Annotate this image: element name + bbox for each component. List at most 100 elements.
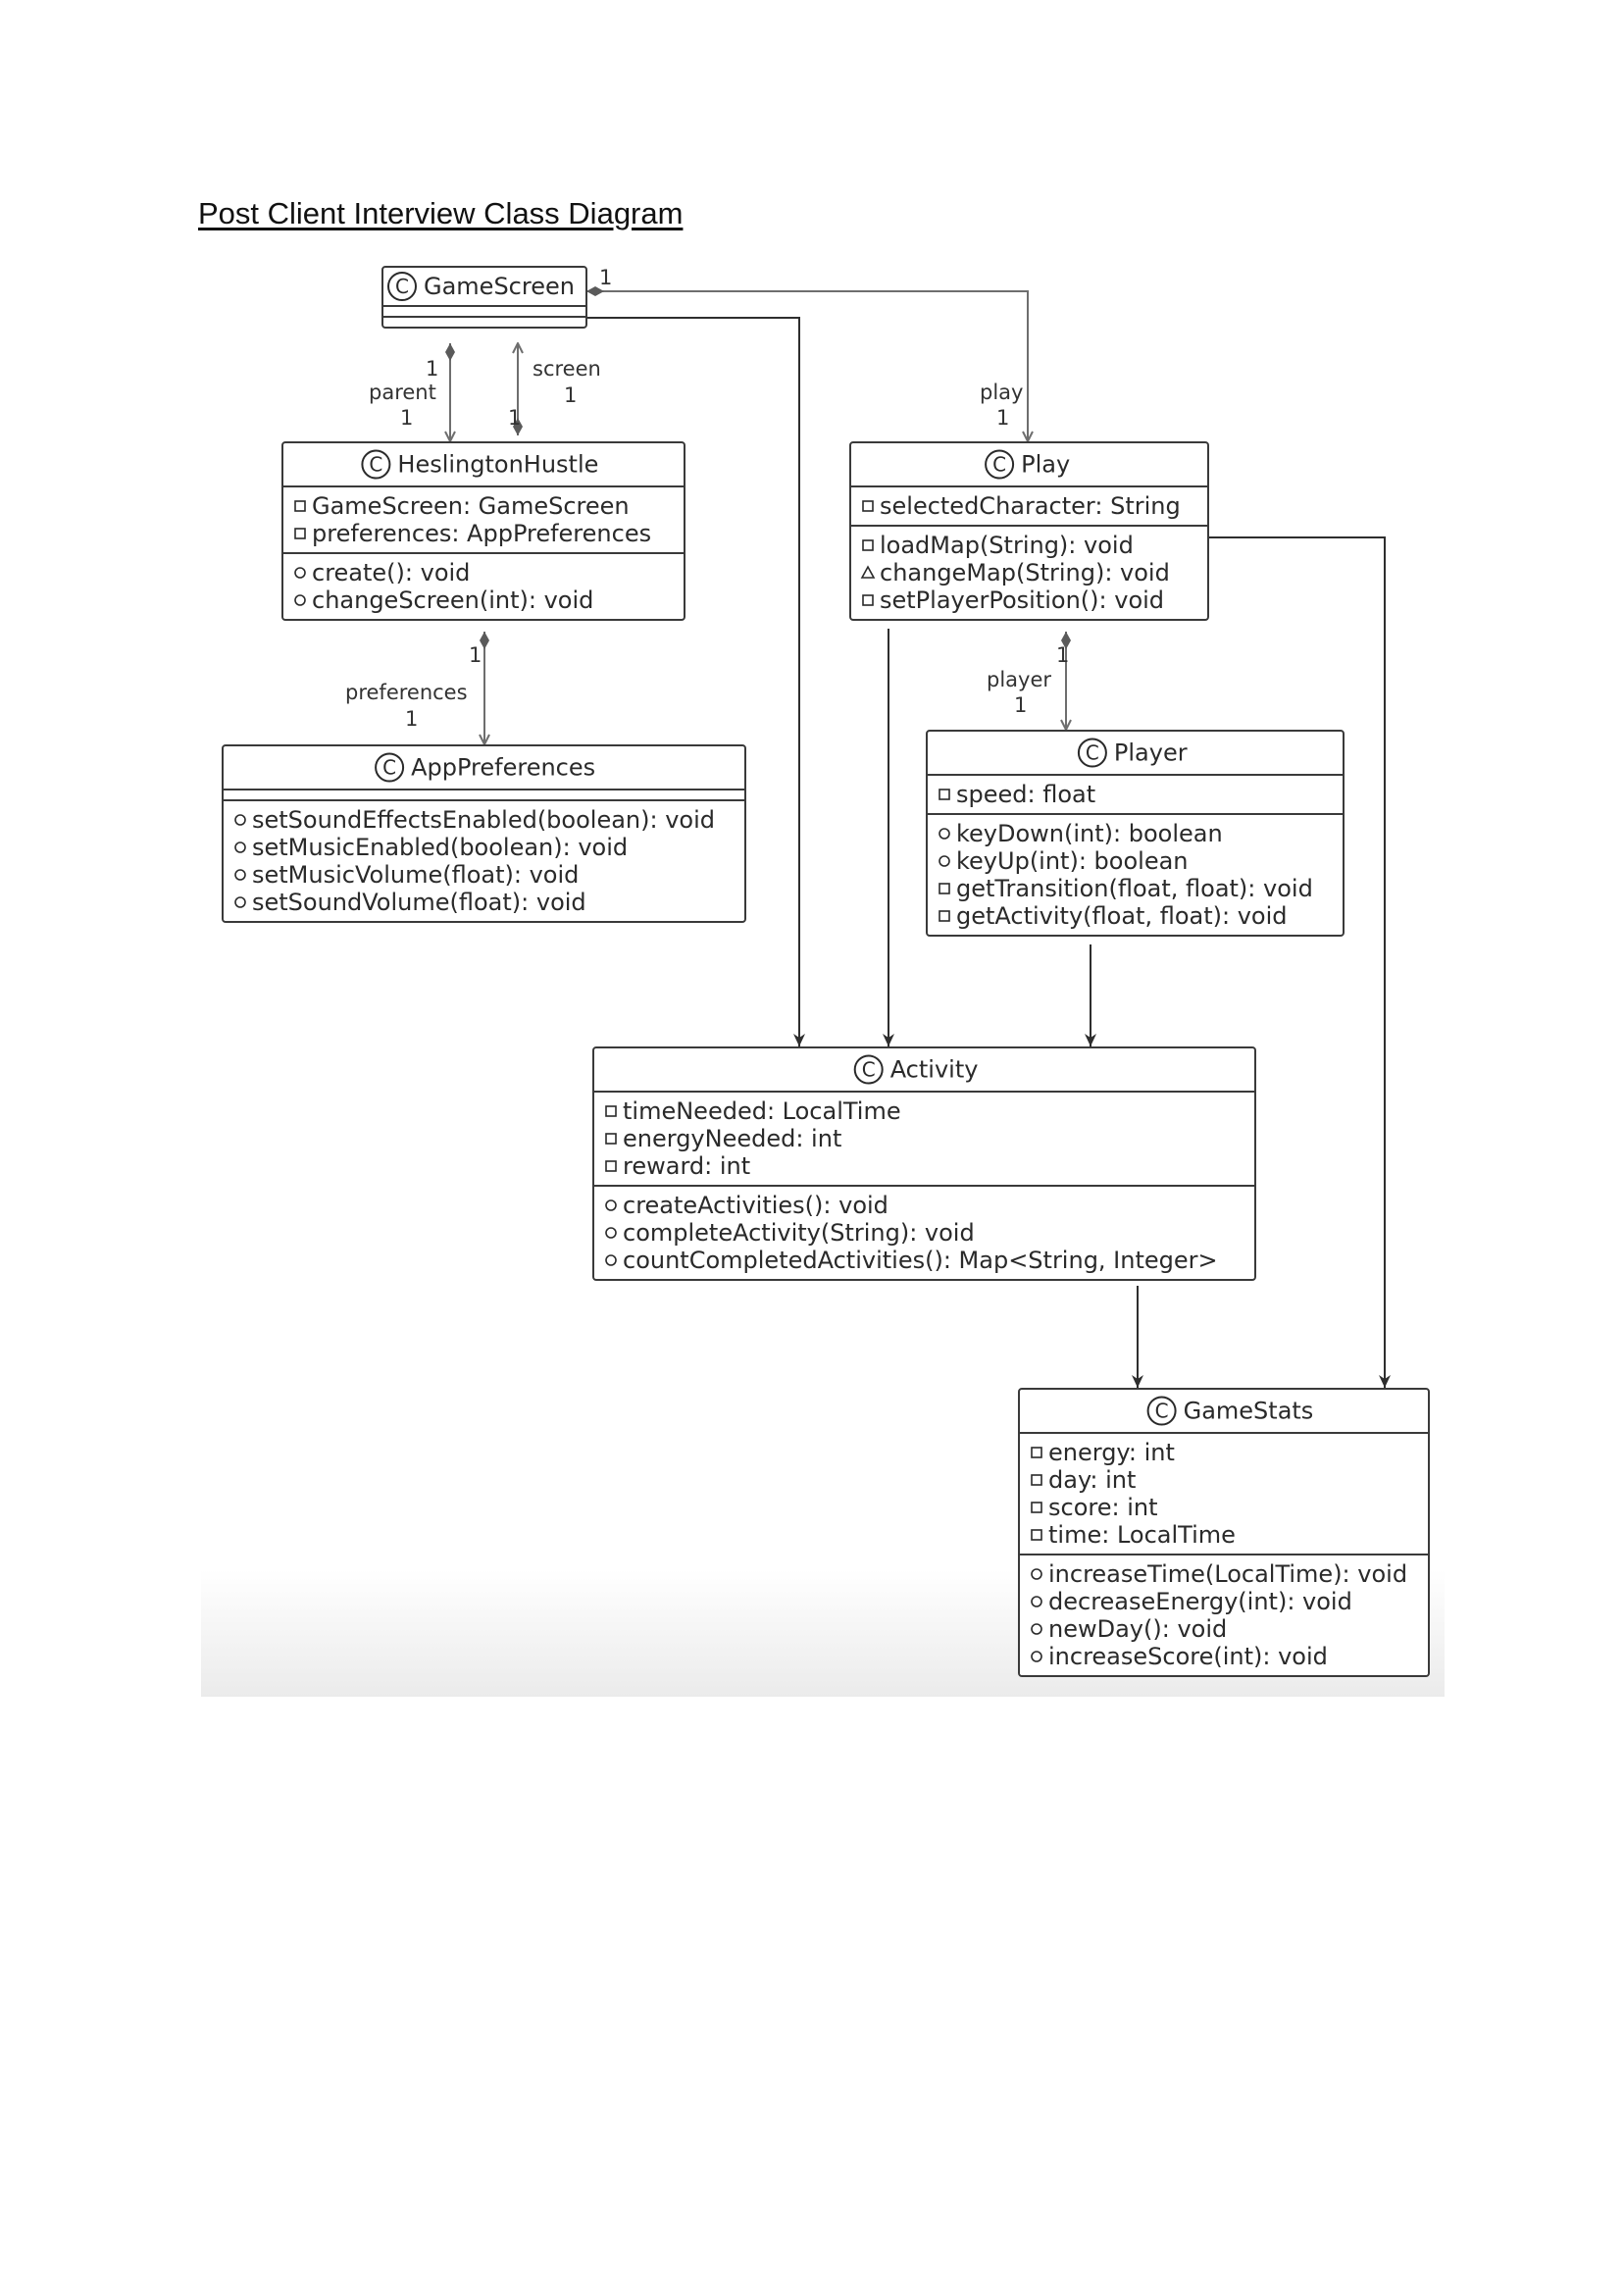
class-stereotype-icon: C	[387, 272, 417, 301]
visibility-icon	[939, 855, 950, 867]
visibility-icon	[939, 789, 950, 800]
class-name: AppPreferences	[411, 754, 595, 782]
class-method: increaseTime(LocalTime): void	[1048, 1560, 1407, 1588]
visibility-icon	[605, 1199, 617, 1211]
stereotype-glyph: C	[992, 453, 1006, 477]
class-stereotype-icon: C	[375, 752, 405, 783]
visibility-icon	[294, 500, 306, 512]
visibility-icon	[860, 565, 876, 579]
visibility-icon	[1031, 1568, 1042, 1580]
prefs-role: preferences	[345, 681, 468, 704]
class-method: decreaseEnergy(int): void	[1048, 1588, 1352, 1615]
class-name: HeslingtonHustle	[397, 451, 598, 479]
visibility-icon	[234, 814, 246, 826]
class-method: setSoundVolume(float): void	[252, 889, 586, 916]
class-name: GameStats	[1184, 1398, 1314, 1425]
visibility-icon	[862, 500, 874, 512]
parent-role: parent	[369, 381, 436, 404]
class-box	[1018, 1388, 1430, 1677]
class-method: changeMap(String): void	[880, 559, 1170, 586]
screen-role: screen	[533, 357, 601, 381]
class-method: newDay(): void	[1048, 1615, 1227, 1643]
class-attribute: energy: int	[1048, 1439, 1175, 1466]
player-src-mult: 1	[1056, 643, 1069, 667]
visibility-icon	[605, 1105, 617, 1117]
stereotype-glyph: C	[1155, 1400, 1169, 1423]
visibility-icon	[862, 594, 874, 606]
class-method: changeScreen(int): void	[312, 586, 593, 614]
edge-gamescreen-play	[586, 291, 1028, 441]
visibility-icon	[862, 539, 874, 551]
screen-src-mult: 1	[508, 406, 521, 430]
class-method: getTransition(float, float): void	[956, 875, 1313, 902]
class-attribute: timeNeeded: LocalTime	[623, 1097, 901, 1125]
class-attribute: score: int	[1048, 1494, 1158, 1521]
class-stereotype-icon: C	[1077, 738, 1107, 768]
class-attribute: reward: int	[623, 1152, 750, 1180]
player-mult: 1	[1014, 693, 1027, 717]
class-box	[381, 266, 587, 329]
visibility-icon	[1031, 1529, 1042, 1541]
class-stereotype-icon: C	[1146, 1396, 1177, 1426]
class-name: Player	[1114, 739, 1188, 767]
screen-mult: 1	[564, 383, 577, 407]
stereotype-glyph: C	[382, 756, 396, 780]
parent-src-mult: 1	[426, 357, 438, 381]
class-attribute: GameScreen: GameScreen	[312, 492, 630, 520]
visibility-icon	[605, 1227, 617, 1239]
visibility-icon	[234, 869, 246, 881]
visibility-icon	[1031, 1596, 1042, 1607]
visibility-icon	[939, 828, 950, 840]
visibility-icon	[939, 883, 950, 894]
class-attribute: selectedCharacter: String	[880, 492, 1181, 520]
class-method: setSoundEffectsEnabled(boolean): void	[252, 806, 715, 834]
class-method: getActivity(float, float): void	[956, 902, 1288, 930]
class-method: createActivities(): void	[623, 1192, 888, 1219]
prefs-mult: 1	[405, 707, 418, 731]
stereotype-glyph: C	[395, 275, 409, 298]
visibility-icon	[605, 1160, 617, 1172]
visibility-icon	[1031, 1502, 1042, 1513]
class-attribute: energyNeeded: int	[623, 1125, 841, 1152]
class-name: Activity	[890, 1056, 979, 1084]
visibility-icon	[294, 528, 306, 539]
class-stereotype-icon: C	[985, 449, 1015, 480]
class-method: setMusicEnabled(boolean): void	[252, 834, 628, 861]
class-attribute: preferences: AppPreferences	[312, 520, 651, 547]
visibility-icon	[1031, 1474, 1042, 1486]
class-attribute: speed: float	[956, 781, 1095, 808]
class-method: increaseScore(int): void	[1048, 1643, 1328, 1670]
class-method: create(): void	[312, 559, 470, 586]
class-method: completeActivity(String): void	[623, 1219, 975, 1247]
gs-play-src-mult: 1	[599, 266, 612, 289]
class-name: Play	[1021, 451, 1070, 479]
class-method: countCompletedActivities(): Map<String, …	[623, 1247, 1218, 1274]
edge-gamescreen-activity	[586, 317, 805, 1046]
gs-play-mult: 1	[996, 406, 1009, 430]
class-stereotype-icon: C	[853, 1054, 884, 1085]
stereotype-glyph: C	[369, 453, 382, 477]
gs-play-role: play	[980, 381, 1023, 404]
visibility-icon	[1031, 1651, 1042, 1662]
stereotype-glyph: C	[1086, 741, 1099, 765]
page-title: Post Client Interview Class Diagram	[198, 196, 684, 230]
prefs-src-mult: 1	[469, 643, 482, 667]
edge-play-gamestats	[1208, 536, 1391, 1388]
class-method: keyUp(int): boolean	[956, 847, 1189, 875]
class-attribute: time: LocalTime	[1048, 1521, 1236, 1549]
class-appprefs[interactable]: C AppPreferences setSoundEffectsEnabled(bo…	[222, 744, 746, 923]
visibility-icon	[939, 910, 950, 922]
visibility-icon	[1031, 1623, 1042, 1635]
class-method: setMusicVolume(float): void	[252, 861, 579, 889]
visibility-icon	[294, 567, 306, 579]
parent-mult: 1	[400, 406, 413, 430]
class-box	[592, 1046, 1256, 1281]
class-method: setPlayerPosition(): void	[880, 586, 1164, 614]
